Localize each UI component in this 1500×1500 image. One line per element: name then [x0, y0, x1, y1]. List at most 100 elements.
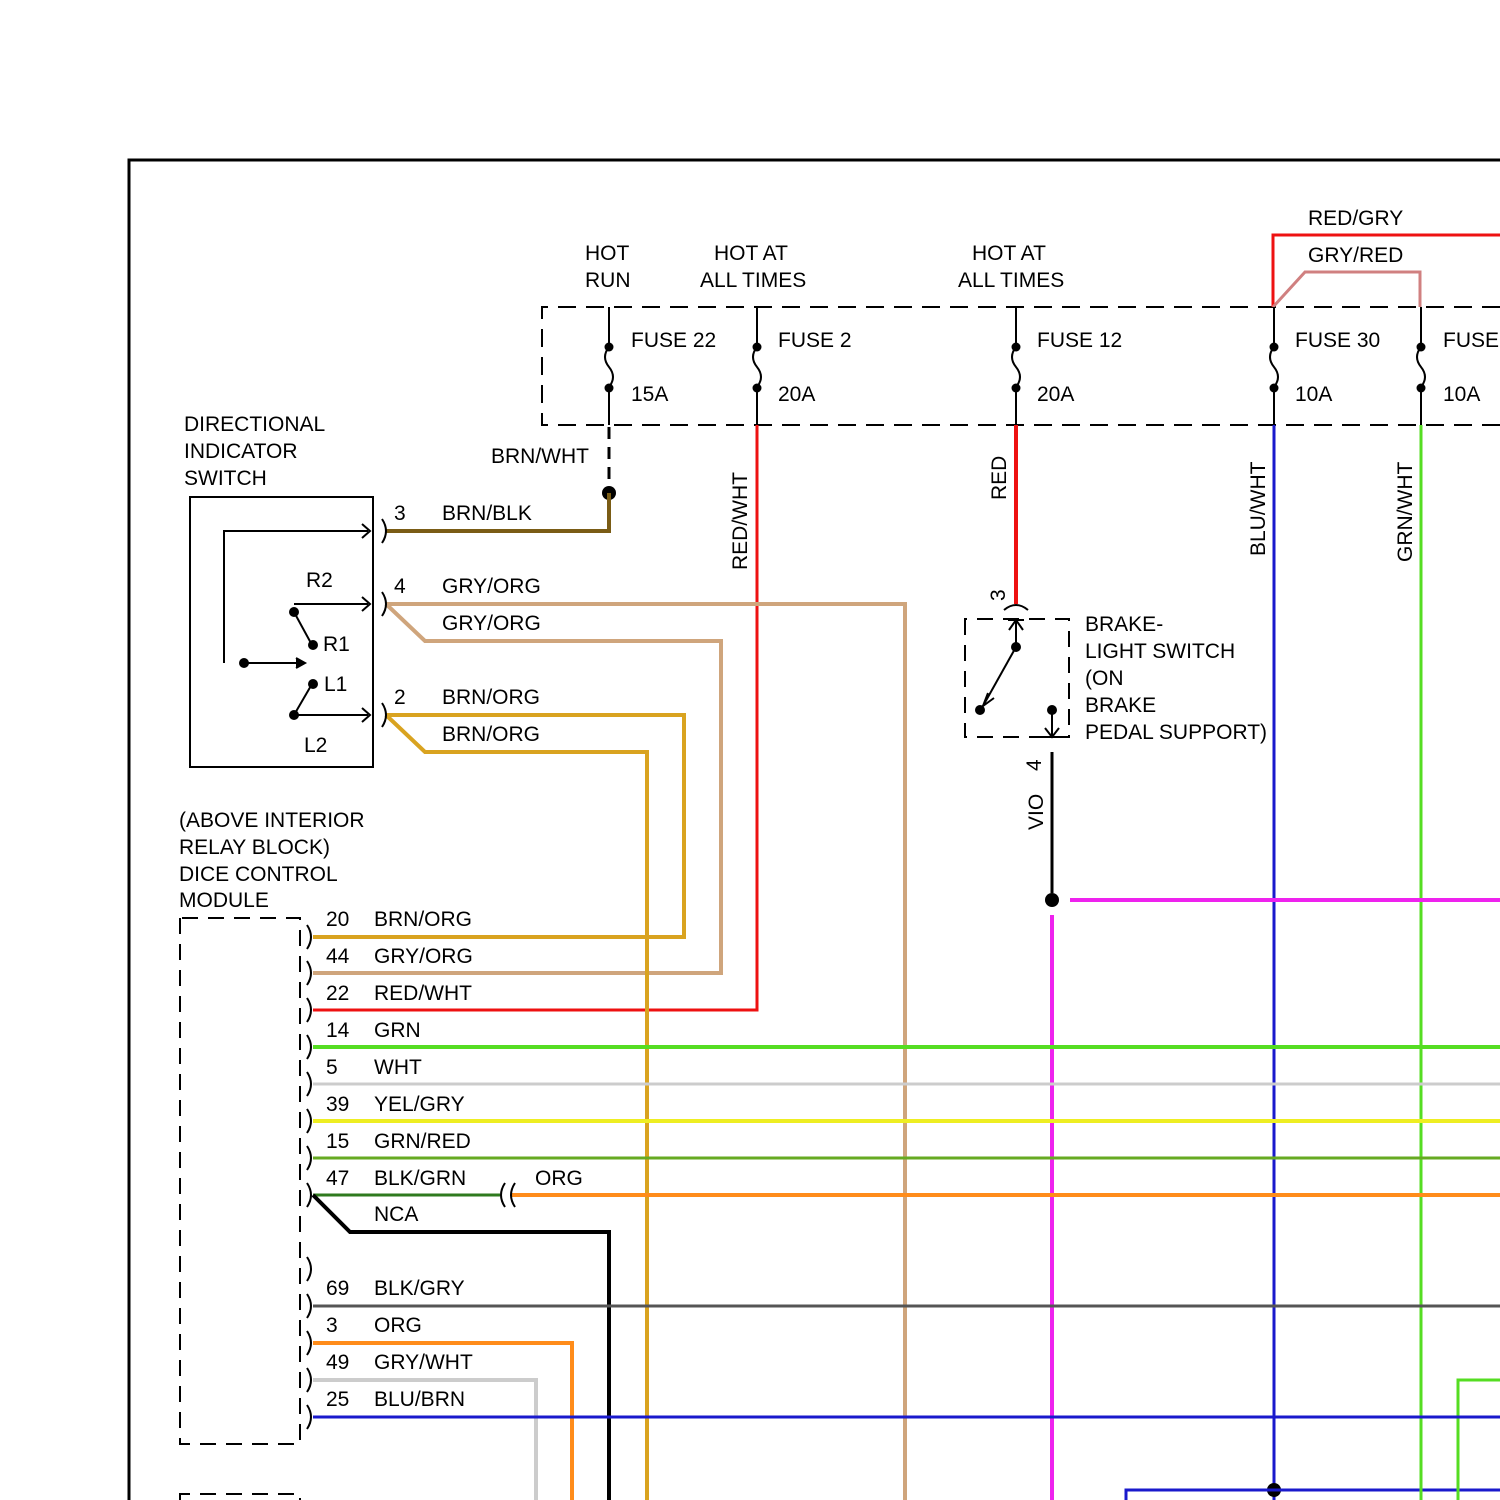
svg-text:14: 14: [326, 1019, 350, 1042]
svg-text:15A: 15A: [631, 383, 668, 406]
svg-text:HOT AT: HOT AT: [972, 242, 1046, 265]
svg-text:LIGHT SWITCH: LIGHT SWITCH: [1085, 640, 1235, 663]
dice-module-lower-outline: [180, 1494, 300, 1500]
dice-pin-row-25: 25 BLU/BRN: [326, 1388, 465, 1411]
brake-switch-pin-3: 3: [987, 589, 1010, 601]
svg-text:HOT: HOT: [585, 242, 630, 265]
brake-switch-internals: [983, 605, 1060, 737]
dice-pin-row-5: 5 WHT: [326, 1056, 422, 1079]
svg-text:GRN/RED: GRN/RED: [374, 1130, 471, 1153]
contact-label-l2: L2: [304, 734, 327, 757]
svg-text:FUSE 22: FUSE 22: [631, 329, 716, 352]
switch-r1-dot: [308, 640, 318, 650]
label-gry-red: GRY/RED: [1308, 244, 1403, 267]
source-hot-run: HOT RUN: [585, 242, 631, 292]
svg-text:BRAKE: BRAKE: [1085, 694, 1156, 717]
dice-pin-row-47: 47 BLK/GRN: [326, 1167, 466, 1190]
svg-text:NCA: NCA: [374, 1203, 418, 1226]
switch-l2-dot: [289, 710, 299, 720]
switch-pin-3: 3: [394, 502, 406, 525]
svg-text:RUN: RUN: [585, 269, 631, 292]
svg-text:25: 25: [326, 1388, 349, 1411]
label-vio: VIO: [1025, 794, 1048, 830]
svg-text:FUSE 12: FUSE 12: [1037, 329, 1122, 352]
switch-l1-dot: [308, 679, 318, 689]
wire-brn-org-outer: [313, 715, 684, 937]
dice-pin-row-14: 14 GRN: [326, 1019, 421, 1042]
svg-text:ALL TIMES: ALL TIMES: [700, 269, 806, 292]
switch-pin-4: 4: [394, 575, 406, 598]
svg-text:15: 15: [326, 1130, 349, 1153]
svg-text:20A: 20A: [1037, 383, 1074, 406]
fuse-partial: FUSE 10A: [1417, 307, 1500, 425]
dice-pin-row-15: 15 GRN/RED: [326, 1130, 471, 1153]
label-grn-wht: GRN/WHT: [1394, 462, 1417, 562]
brake-switch-contact-a: [975, 705, 985, 715]
svg-text:GRY/WHT: GRY/WHT: [374, 1351, 473, 1374]
svg-text:39: 39: [326, 1093, 349, 1116]
directional-switch-box: [190, 497, 373, 767]
source-hot-at-all-times-2: HOT AT ALL TIMES: [958, 242, 1064, 292]
svg-text:FUSE: FUSE: [1443, 329, 1499, 352]
label-brn-wht: BRN/WHT: [491, 445, 589, 468]
svg-text:WHT: WHT: [374, 1056, 422, 1079]
label-red-wht: RED/WHT: [729, 472, 752, 570]
switch-wire-gry-org: GRY/ORG: [442, 575, 541, 598]
svg-text:FUSE 30: FUSE 30: [1295, 329, 1380, 352]
svg-text:20: 20: [326, 908, 349, 931]
dice-pin-row-22: 22 RED/WHT: [326, 982, 472, 1005]
fuse-12: FUSE 12 20A: [1012, 307, 1123, 425]
dice-module-title: (ABOVE INTERIOR RELAY BLOCK) DICE CONTRO…: [179, 809, 365, 912]
svg-text:RED/WHT: RED/WHT: [374, 982, 472, 1005]
svg-text:5: 5: [326, 1056, 338, 1079]
label-org: ORG: [535, 1167, 583, 1190]
svg-text:INDICATOR: INDICATOR: [184, 440, 298, 463]
source-hot-at-all-times-1: HOT AT ALL TIMES: [700, 242, 806, 292]
wire-nca: [313, 1195, 609, 1500]
dice-pin-row-49: 49 GRY/WHT: [326, 1351, 473, 1374]
dice-module-outline: [180, 918, 300, 1444]
svg-text:49: 49: [326, 1351, 349, 1374]
dice-module-connectors: [307, 925, 311, 1429]
brake-switch-title: BRAKE- LIGHT SWITCH (ON BRAKE PEDAL SUPP…: [1085, 613, 1267, 744]
svg-text:BLK/GRN: BLK/GRN: [374, 1167, 466, 1190]
svg-text:BRAKE-: BRAKE-: [1085, 613, 1163, 636]
fuse-box-outline: [542, 307, 1500, 425]
switch-connectors: [382, 519, 386, 727]
brake-switch-contact-b: [1047, 705, 1057, 715]
svg-text:10A: 10A: [1295, 383, 1332, 406]
switch-wire-gry-org-2: GRY/ORG: [442, 612, 541, 635]
svg-text:HOT AT: HOT AT: [714, 242, 788, 265]
svg-text:ALL TIMES: ALL TIMES: [958, 269, 1064, 292]
wire-blu-lower: [1126, 1490, 1500, 1500]
wire-grn-lower: [1458, 1380, 1500, 1500]
svg-text:BRN/ORG: BRN/ORG: [374, 908, 472, 931]
svg-text:FUSE 2: FUSE 2: [778, 329, 852, 352]
switch-wire-brn-org: BRN/ORG: [442, 686, 540, 709]
fuse-22: FUSE 22 15A: [605, 307, 717, 425]
label-red-gry: RED/GRY: [1308, 207, 1403, 230]
svg-text:GRN: GRN: [374, 1019, 421, 1042]
svg-text:ORG: ORG: [374, 1314, 422, 1337]
svg-text:(ABOVE INTERIOR: (ABOVE INTERIOR: [179, 809, 365, 832]
contact-label-l1: L1: [324, 673, 347, 696]
switch-pin-2: 2: [394, 686, 406, 709]
switch-common-dot: [239, 658, 249, 668]
dice-pin-row-3: 3 ORG: [326, 1314, 422, 1337]
svg-text:44: 44: [326, 945, 350, 968]
svg-text:(ON: (ON: [1085, 667, 1124, 690]
svg-text:YEL/GRY: YEL/GRY: [374, 1093, 465, 1116]
dice-pin-row-39: 39 YEL/GRY: [326, 1093, 465, 1116]
fuse-2: FUSE 2 20A: [753, 307, 852, 425]
svg-text:10A: 10A: [1443, 383, 1480, 406]
svg-text:BLK/GRY: BLK/GRY: [374, 1277, 465, 1300]
dice-pin-row-44: 44 GRY/ORG: [326, 945, 473, 968]
svg-text:20A: 20A: [778, 383, 815, 406]
switch-wire-brn-org-2: BRN/ORG: [442, 723, 540, 746]
svg-text:47: 47: [326, 1167, 349, 1190]
svg-text:PEDAL SUPPORT): PEDAL SUPPORT): [1085, 721, 1267, 744]
svg-text:MODULE: MODULE: [179, 889, 269, 912]
svg-text:3: 3: [326, 1314, 338, 1337]
dice-pin-row-20: 20 BRN/ORG: [326, 908, 472, 931]
